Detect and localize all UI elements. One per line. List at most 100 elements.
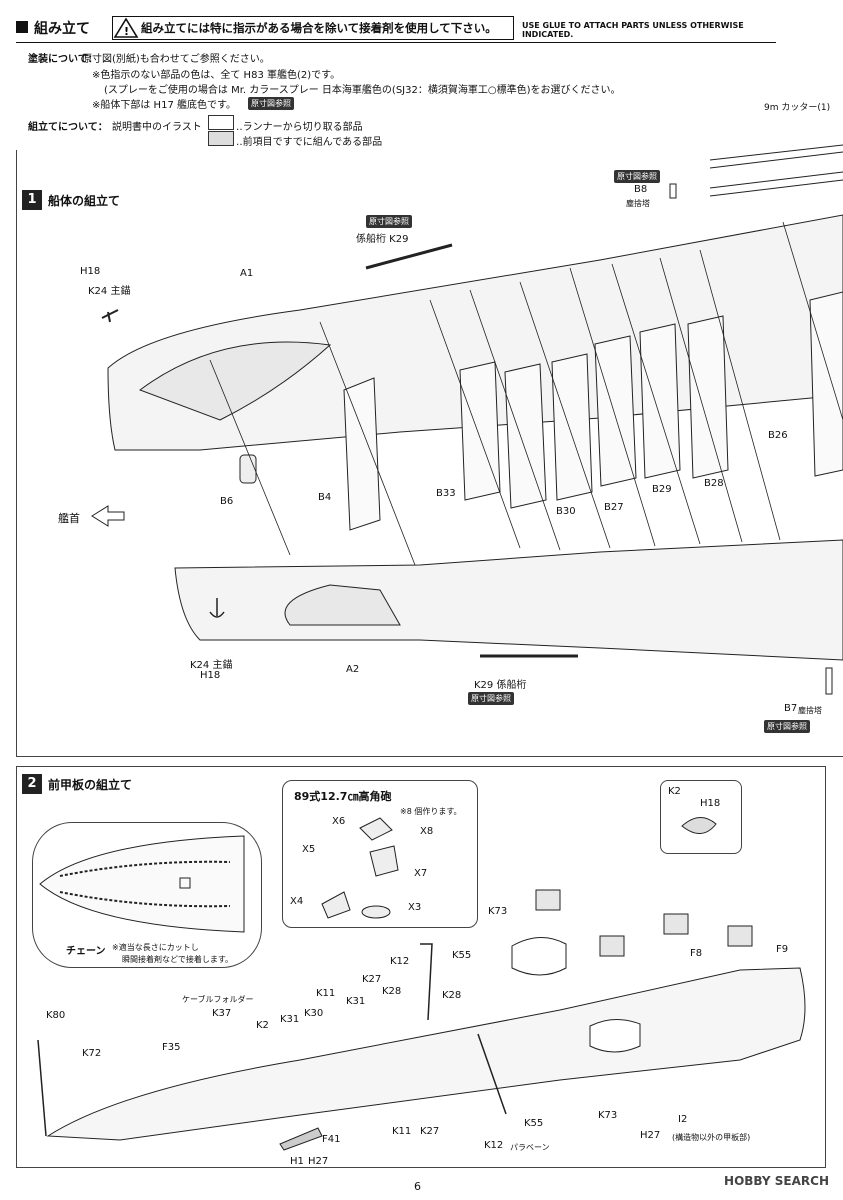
label-i2-h27: H27 xyxy=(640,1130,661,1141)
label-b33: B33 xyxy=(436,488,456,499)
legend-box-assembled xyxy=(208,131,234,146)
label-b7-sub: 塵捨塔 xyxy=(798,706,822,715)
label-b28: B28 xyxy=(704,478,724,489)
label-b26: B26 xyxy=(768,430,788,441)
label-k37: K37 xyxy=(212,1008,232,1019)
gun-inset-note: ※8 個作ります。 xyxy=(400,807,462,816)
part-b4 xyxy=(343,377,381,531)
gun-inset-title: 89式12.7㎝高角砲 xyxy=(294,790,392,803)
svg-text:!: ! xyxy=(124,25,129,38)
label-b30: B30 xyxy=(556,506,576,517)
part-b30-rack2 xyxy=(551,353,593,501)
ref-tag-k29-top: 原寸図参照 xyxy=(366,215,412,228)
chain-label: チェーン xyxy=(66,946,106,957)
label-b4: B4 xyxy=(318,492,332,503)
painting-line4: ※船体下部は H17 艦底色です。 xyxy=(92,100,236,111)
ref-tag-b8: 原寸図参照 xyxy=(614,170,660,183)
label-k31-top: K31 xyxy=(346,996,366,1007)
label-k55-top: K55 xyxy=(452,950,472,961)
ref-tag-hull-color: 原寸図参照 xyxy=(248,97,294,110)
legend-box-runner xyxy=(208,115,234,130)
label-f35: F35 xyxy=(162,1042,181,1053)
hull-a1-bulge xyxy=(138,341,332,421)
label-b29: B29 xyxy=(652,484,672,495)
corner-label: 9m カッター(1) xyxy=(764,103,831,113)
label-k29-bottom: K29 係船桁 xyxy=(474,680,527,691)
k80-staff xyxy=(37,1039,47,1137)
step2-badge: 2 xyxy=(22,774,42,794)
label-k28-top: K28 xyxy=(382,986,402,997)
gun-mount-2 xyxy=(599,935,625,957)
part-b27 xyxy=(594,335,637,487)
label-f9: F9 xyxy=(776,944,789,955)
boom-k29-top xyxy=(365,243,453,270)
gun-mount-4 xyxy=(727,925,753,947)
gun-mount-1 xyxy=(535,889,561,911)
page-number: 6 xyxy=(414,1180,421,1193)
label-k29-top: 係船桁 K29 xyxy=(356,234,409,245)
label-k24-top: K24 主錨 xyxy=(88,286,131,297)
hull-a2-bulge xyxy=(284,584,401,626)
label-cable-holder: ケーブルフォルダー xyxy=(182,995,254,1004)
label-paravane: パラベーン xyxy=(510,1143,550,1152)
watermark: HOBBY SEARCH xyxy=(724,1174,829,1188)
header-square-icon xyxy=(16,21,28,33)
anchor-top-icon xyxy=(101,309,119,323)
part-b29 xyxy=(639,323,681,479)
label-h18-top: H18 xyxy=(80,266,101,277)
anchor-bottom-icon xyxy=(209,598,225,618)
label-b6: B6 xyxy=(220,496,234,507)
deck-i2-shape xyxy=(46,967,806,1141)
label-k2: K2 xyxy=(256,1020,269,1031)
label-i2-note: (構造物以外の甲板部) xyxy=(672,1133,751,1142)
label-k11-top: K11 xyxy=(316,988,336,999)
label-k55-bottom: K55 xyxy=(524,1118,544,1129)
bow-arrow-icon xyxy=(91,505,125,527)
label-f8: F8 xyxy=(690,948,703,959)
assembly-heading: 組立てについて： xyxy=(28,122,108,133)
label-k27-bottom: K27 xyxy=(420,1126,440,1137)
deck-rails xyxy=(709,144,843,197)
gun-base-x3 xyxy=(361,905,391,919)
assembly-text: 説明書中のイラスト xyxy=(112,122,202,133)
label-k30: K30 xyxy=(304,1008,324,1019)
gun-mount-3 xyxy=(663,913,689,935)
legend-runner-text: ‥ランナーから切り取る部品 xyxy=(236,122,363,133)
part-b7 xyxy=(825,667,833,695)
label-k28-mid: K28 xyxy=(442,990,462,1001)
header-bar: 組み立て ! 組み立てには特に指示がある場合を除いて接着剤を使用して下さい。 U… xyxy=(16,16,776,43)
legend-assembled-text: ‥前項目ですでに組んである部品 xyxy=(236,137,383,148)
painting-line3: (スプレーをご使用の場合は Mr. カラースプレー 日本海軍艦色の(SJ32：横… xyxy=(104,85,621,96)
chain-note-1: ※適当な長さにカットし xyxy=(112,943,199,952)
part-b8 xyxy=(669,183,677,199)
k2-inset-h18: H18 xyxy=(700,798,721,809)
label-k12-bottom: K12 xyxy=(484,1140,504,1151)
ref-tag-k29-bottom: 原寸図参照 xyxy=(468,692,514,705)
gun-label-x5: X5 xyxy=(302,844,316,855)
label-a2: A2 xyxy=(346,664,360,675)
warning-box: ! 組み立てには特に指示がある場合を除いて接着剤を使用して下さい。 xyxy=(112,16,514,40)
gun-label-x6: X6 xyxy=(332,816,346,827)
label-k11-bottom: K11 xyxy=(392,1126,412,1137)
label-b8-sub: 塵捨塔 xyxy=(626,199,650,208)
chain-deck-fitting xyxy=(179,877,191,889)
gun-label-x7: X7 xyxy=(414,868,428,879)
label-bow: 艦首 xyxy=(58,512,80,525)
painting-heading: 塗装について： xyxy=(28,54,98,65)
ref-tag-b7: 原寸図参照 xyxy=(764,720,810,733)
step1-badge: 1 xyxy=(22,190,42,210)
label-k24-bottom: K24 主錨 xyxy=(190,660,233,671)
part-f41 xyxy=(279,1127,323,1151)
label-k12-top: K12 xyxy=(390,956,410,967)
k2-inset-label: K2 xyxy=(668,786,681,797)
label-h1: H1 xyxy=(290,1156,304,1167)
label-k80: K80 xyxy=(46,1010,66,1021)
label-k27-top: K27 xyxy=(362,974,382,985)
warning-text: 組み立てには特に指示がある場合を除いて接着剤を使用して下さい。 xyxy=(141,21,497,35)
label-b8: B8 xyxy=(634,184,648,195)
warning-triangle-icon: ! xyxy=(113,17,139,38)
hull-a2-shape xyxy=(174,539,843,661)
label-k72: K72 xyxy=(82,1048,102,1059)
